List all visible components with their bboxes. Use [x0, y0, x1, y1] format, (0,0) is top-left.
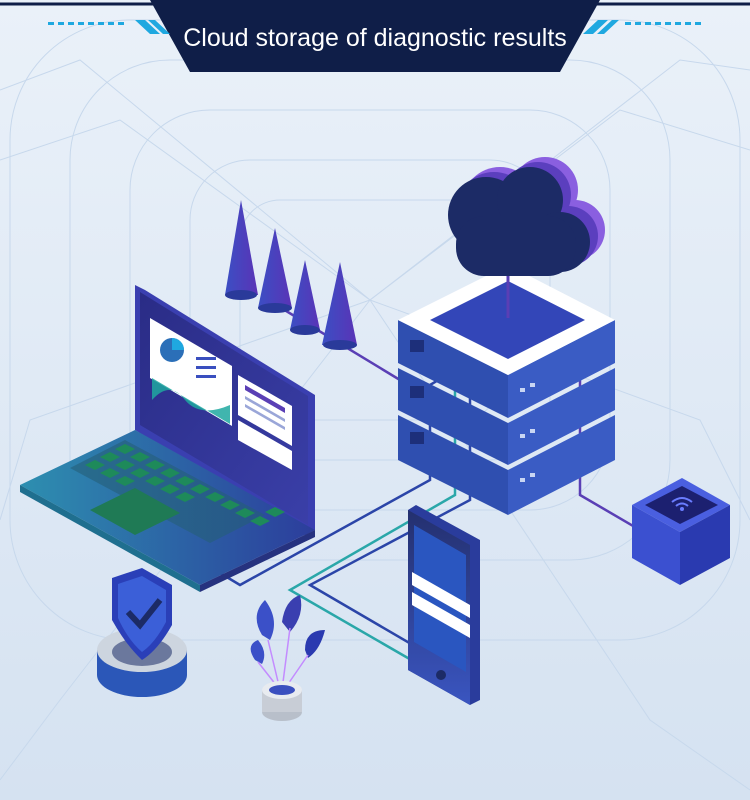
phone-home-button [436, 670, 446, 680]
right-dash-decoration [583, 20, 701, 34]
shield-check-icon [97, 568, 187, 697]
wireless-device-icon [632, 478, 730, 585]
touchpad [90, 488, 180, 535]
cone-tree-icon [225, 200, 357, 350]
phone-input-1 [412, 572, 470, 618]
header-banner: Cloud storage of diagnostic results [0, 0, 750, 72]
left-dash-decoration [48, 20, 170, 34]
cloud-icon [448, 157, 605, 276]
smartphone-icon [408, 505, 480, 705]
plant-icon [250, 595, 325, 721]
laptop-icon [20, 285, 315, 592]
page-title: Cloud storage of diagnostic results [183, 24, 567, 52]
phone-input-2 [412, 592, 470, 638]
server-rack-icon [398, 265, 615, 515]
